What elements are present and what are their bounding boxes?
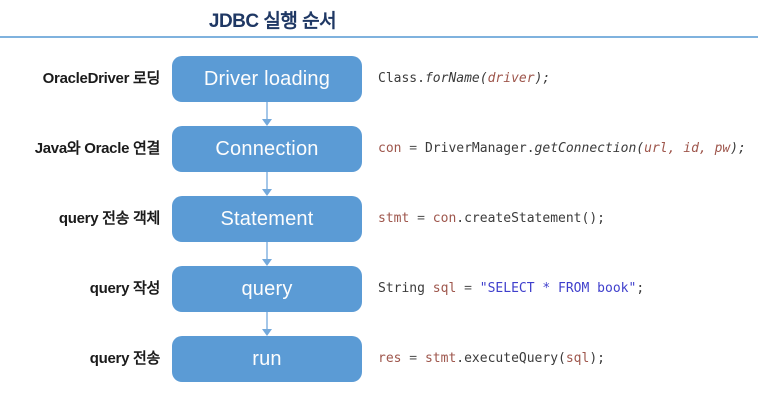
code-token: executeQuery( <box>464 351 566 366</box>
code-snippet: Class.forName(driver); <box>378 56 758 102</box>
code-token: ); <box>730 141 746 156</box>
code-token: Class <box>378 71 418 86</box>
down-arrow-icon <box>261 242 273 266</box>
arrow-head <box>262 329 272 336</box>
arrow-head <box>262 119 272 126</box>
down-arrow-icon <box>261 172 273 196</box>
flow-box-label: Driver loading <box>203 67 331 90</box>
arrow-head <box>262 189 272 196</box>
code-token: url, id, pw <box>644 141 731 156</box>
code-snippet: res = stmt.executeQuery(sql); <box>378 336 758 382</box>
code-token: sql <box>432 281 457 296</box>
flow-box-label: run <box>252 347 282 370</box>
row-label: query 작성 <box>89 280 161 297</box>
code-snippet: String sql = "SELECT * FROM book"; <box>378 266 758 312</box>
code-token: = <box>401 351 425 366</box>
code-token: forName( <box>424 71 488 86</box>
code-token: DriverManager <box>424 141 527 156</box>
code-snippet: con = DriverManager.getConnection(url, i… <box>378 126 758 172</box>
code-token: String <box>378 281 433 296</box>
code-token: . <box>456 351 465 366</box>
flow-row-statement: query 전송 객체 Statement stmt = con.createS… <box>0 196 758 242</box>
page-title: JDBC 실행 순서 <box>208 11 337 32</box>
code-token: ); <box>534 71 551 86</box>
down-arrow-icon <box>261 102 273 126</box>
arrow-line <box>266 102 268 119</box>
code-token: . <box>417 71 425 86</box>
code-token: sql <box>565 351 590 366</box>
code-token: (); <box>581 211 605 226</box>
flow-box-statement: Statement <box>172 196 362 242</box>
code-token: con <box>378 141 402 156</box>
arrow-line <box>266 312 268 329</box>
down-arrow-icon <box>261 312 273 336</box>
code-token: stmt <box>424 351 457 366</box>
code-token: = <box>409 211 433 226</box>
code-token: res <box>378 351 402 366</box>
code-token: con <box>432 211 457 226</box>
row-label: OracleDriver 로딩 <box>42 70 161 87</box>
flow-box-label: Connection <box>215 137 319 160</box>
flow-box-label: query <box>241 277 293 300</box>
flow-box-query: query <box>172 266 362 312</box>
flow-box-connection: Connection <box>172 126 362 172</box>
code-token: stmt <box>378 211 410 226</box>
flow-row-connection: Java와 Oracle 연결 Connection con = DriverM… <box>0 126 758 172</box>
code-token: "SELECT * FROM book" <box>479 281 637 296</box>
flow-box-run: run <box>172 336 362 382</box>
flow-box-driver-loading: Driver loading <box>172 56 362 102</box>
flow-row-driver-loading: OracleDriver 로딩 Driver loading Class.for… <box>0 56 758 102</box>
arrow-line <box>266 242 268 259</box>
code-token: ); <box>589 351 605 366</box>
code-token: = <box>401 141 425 156</box>
code-token: ; <box>636 281 645 296</box>
title-underline-divider <box>0 36 758 38</box>
code-token: . <box>456 211 465 226</box>
code-token: getConnection( <box>534 141 645 156</box>
arrow-head <box>262 259 272 266</box>
flow-row-query: query 작성 query String sql = "SELECT * FR… <box>0 266 758 312</box>
code-token: . <box>526 141 535 156</box>
code-token: createStatement <box>464 211 582 226</box>
code-snippet: stmt = con.createStatement(); <box>378 196 758 242</box>
row-label: query 전송 객체 <box>58 210 160 227</box>
code-token: driver <box>487 71 535 86</box>
arrow-line <box>266 172 268 189</box>
row-label: Java와 Oracle 연결 <box>34 140 161 157</box>
flow-box-label: Statement <box>220 207 314 230</box>
row-label: query 전송 <box>89 350 161 367</box>
flow-row-run: query 전송 run res = stmt.executeQuery(sql… <box>0 336 758 382</box>
code-token: = <box>456 281 480 296</box>
